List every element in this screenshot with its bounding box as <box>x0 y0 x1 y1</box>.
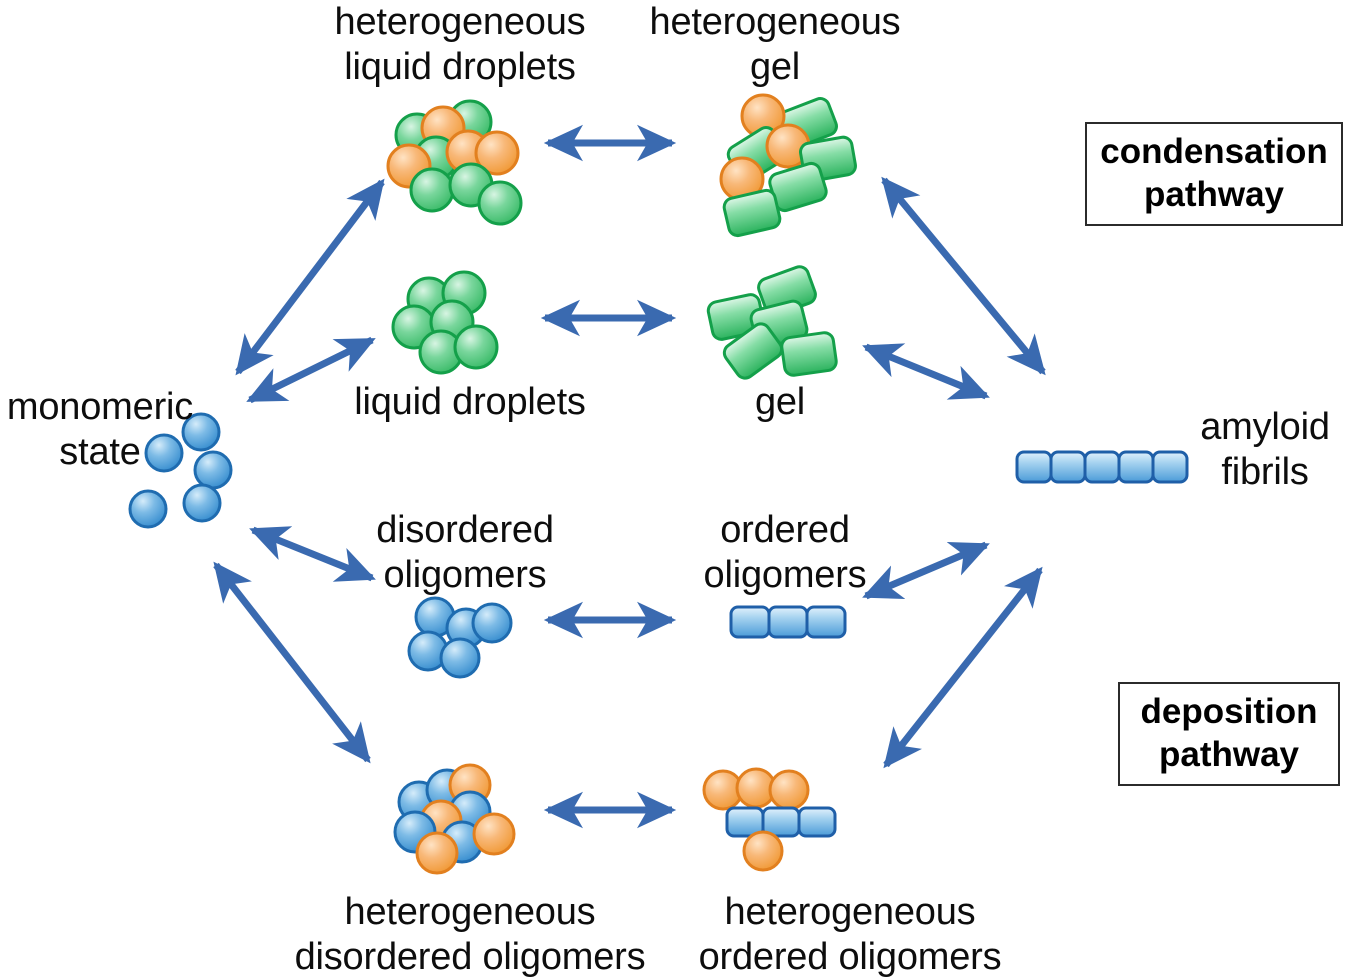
label-amyloid-fibrils: amyloid fibrils <box>1200 406 1330 493</box>
label-heterogeneous-gel: heterogeneous gel <box>649 1 901 88</box>
arrow-monomer-to-liquid-droplets <box>246 336 376 404</box>
label-heterogeneous-disordered-oligomers: heterogeneous disordered oligomers <box>294 891 646 978</box>
cluster-heterogeneous-disordered-oligomers <box>393 763 516 875</box>
cluster-amyloid-fibrils <box>1015 450 1189 484</box>
label-monomeric-state: monomeric state <box>6 386 194 473</box>
pathway-box-condensation: condensation pathway <box>1085 122 1343 226</box>
label-liquid-droplets: liquid droplets <box>354 381 586 423</box>
label-gel: gel <box>754 381 806 423</box>
cluster-heterogeneous-ordered-oligomers <box>702 767 837 872</box>
arrow-monomer-to-het-disordered-oligomers <box>213 561 371 764</box>
cluster-gel <box>706 265 838 380</box>
label-ordered-oligomers: ordered oligomers <box>703 509 867 596</box>
cluster-heterogeneous-gel <box>719 93 857 238</box>
cluster-disordered-oligomers <box>407 596 513 679</box>
cluster-liquid-droplets <box>391 270 499 375</box>
cluster-ordered-oligomers <box>729 605 847 639</box>
label-heterogeneous-liquid-droplets: heterogeneous liquid droplets <box>334 1 586 88</box>
arrow-het-gel-to-fibrils <box>881 176 1046 376</box>
cluster-monomeric-state <box>128 412 233 529</box>
cluster-heterogeneous-liquid-droplets <box>386 99 523 226</box>
arrow-gel-to-fibrils <box>862 343 990 400</box>
pathway-box-deposition: deposition pathway <box>1118 682 1340 786</box>
arrow-het-ordered-oligomers-to-fibrils <box>883 566 1043 769</box>
label-heterogeneous-ordered-oligomers: heterogeneous ordered oligomers <box>698 891 1002 978</box>
label-disordered-oligomers: disordered oligomers <box>376 509 554 596</box>
